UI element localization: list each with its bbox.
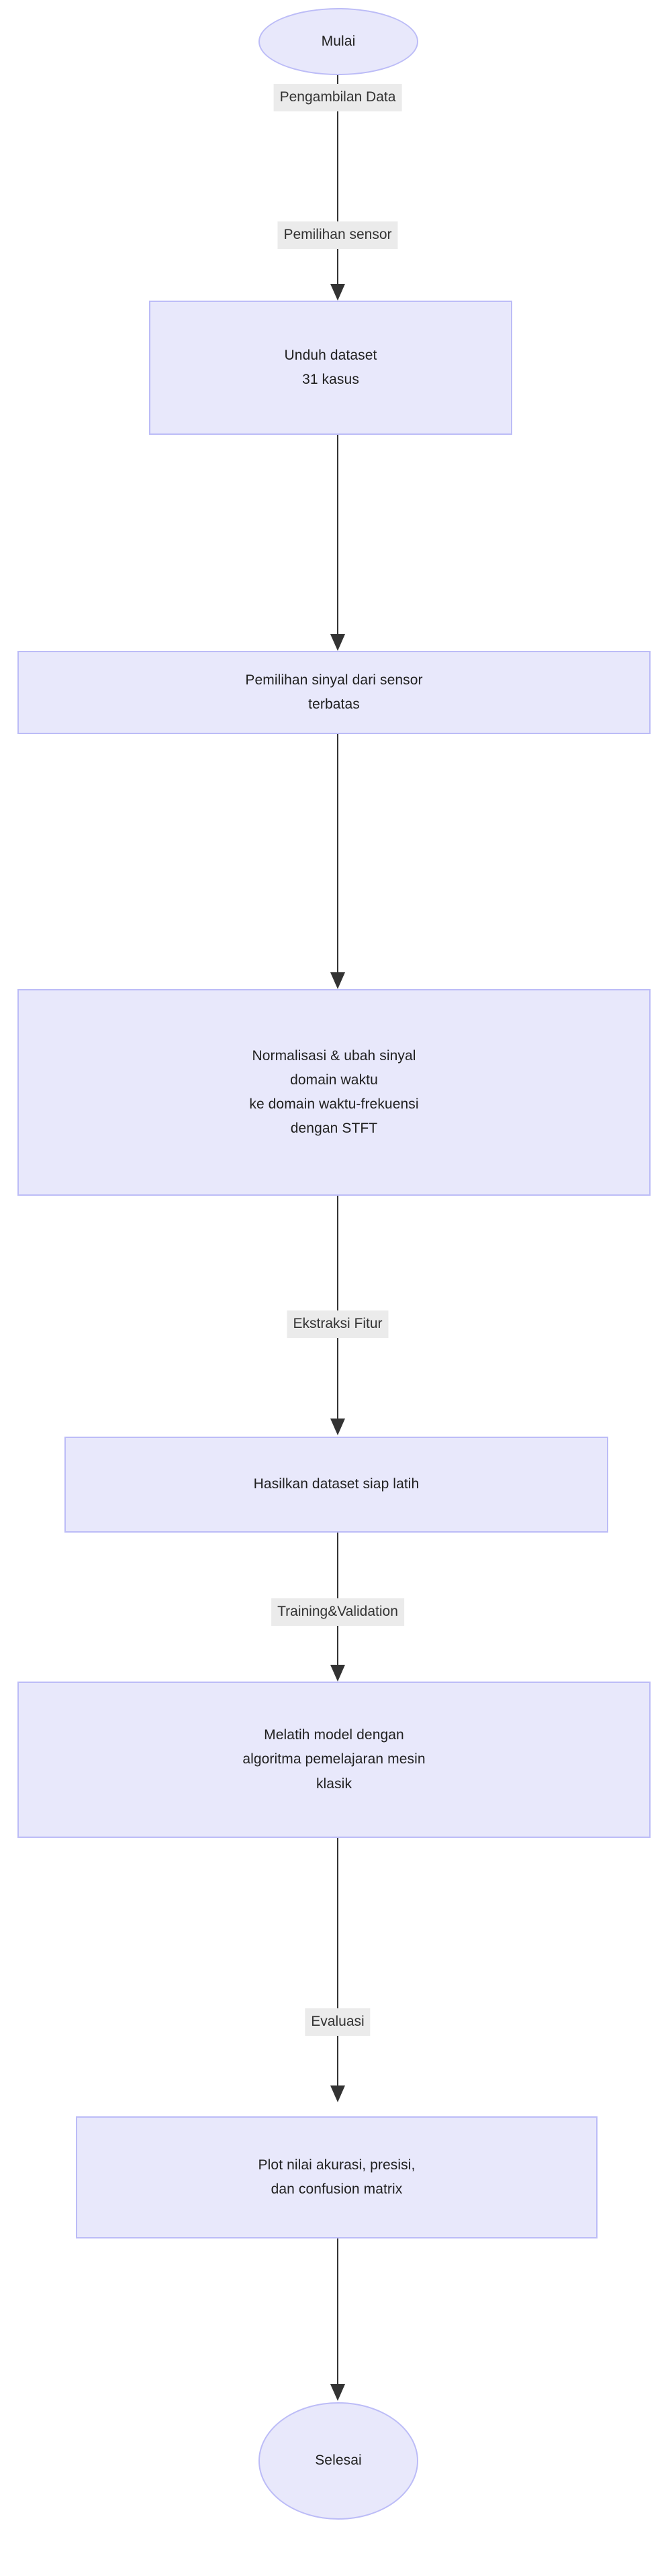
edge-select-preprocess-arrow [330,972,345,989]
node-evaluation-plot[interactable]: Plot nilai akurasi, presisi, dan confusi… [76,2116,598,2238]
edge-preprocess-dataset-line [337,1196,338,1419]
node-signal-selection-label: Pemilihan sinyal dari sensor terbatas [245,672,423,712]
node-training-ready-dataset-label: Hasilkan dataset siap latih [253,1476,420,1492]
edge-evaluate-end-arrow [330,2384,345,2401]
node-preprocessing[interactable]: Normalisasi & ubah sinyal domain waktu k… [17,989,651,1196]
node-preprocessing-label: Normalisasi & ubah sinyal domain waktu k… [249,1047,419,1137]
edge-download-select-line [337,435,338,634]
edge-download-select-arrow [330,634,345,651]
node-start-label: Mulai [321,33,356,49]
node-evaluation-plot-label: Plot nilai akurasi, presisi, dan confusi… [258,2157,416,2197]
edge-evaluate-end-line [337,2238,338,2384]
node-train-model-label: Melatih model dengan algoritma pemelajar… [242,1727,426,1792]
edge-label-pengambilan-data: Pengambilan Data [273,84,402,112]
edge-start-download-arrow [330,284,345,301]
node-training-ready-dataset[interactable]: Hasilkan dataset siap latih [64,1437,608,1533]
edge-train-evaluate-arrow [330,2085,345,2102]
node-signal-selection[interactable]: Pemilihan sinyal dari sensor terbatas [17,651,651,734]
edge-label-ekstraksi-fitur: Ekstraksi Fitur [287,1310,389,1339]
edge-label-training-validation: Training&Validation [271,1598,404,1627]
node-end[interactable]: Selesai [258,2402,418,2520]
edge-dataset-train-arrow [330,1665,345,1682]
node-download-dataset-label: Unduh dataset 31 kasus [284,347,377,387]
node-download-dataset[interactable]: Unduh dataset 31 kasus [149,301,512,435]
edge-train-evaluate-line [337,1838,338,2099]
edge-start-download-line [337,75,338,284]
edge-label-evaluasi: Evaluasi [305,2008,371,2037]
node-end-label: Selesai [315,2453,362,2469]
edge-label-pemilihan-sensor: Pemilihan sensor [277,221,398,250]
node-train-model[interactable]: Melatih model dengan algoritma pemelajar… [17,1682,651,1838]
node-start[interactable]: Mulai [258,8,418,75]
edge-select-preprocess-line [337,734,338,972]
edge-preprocess-dataset-arrow [330,1419,345,1435]
